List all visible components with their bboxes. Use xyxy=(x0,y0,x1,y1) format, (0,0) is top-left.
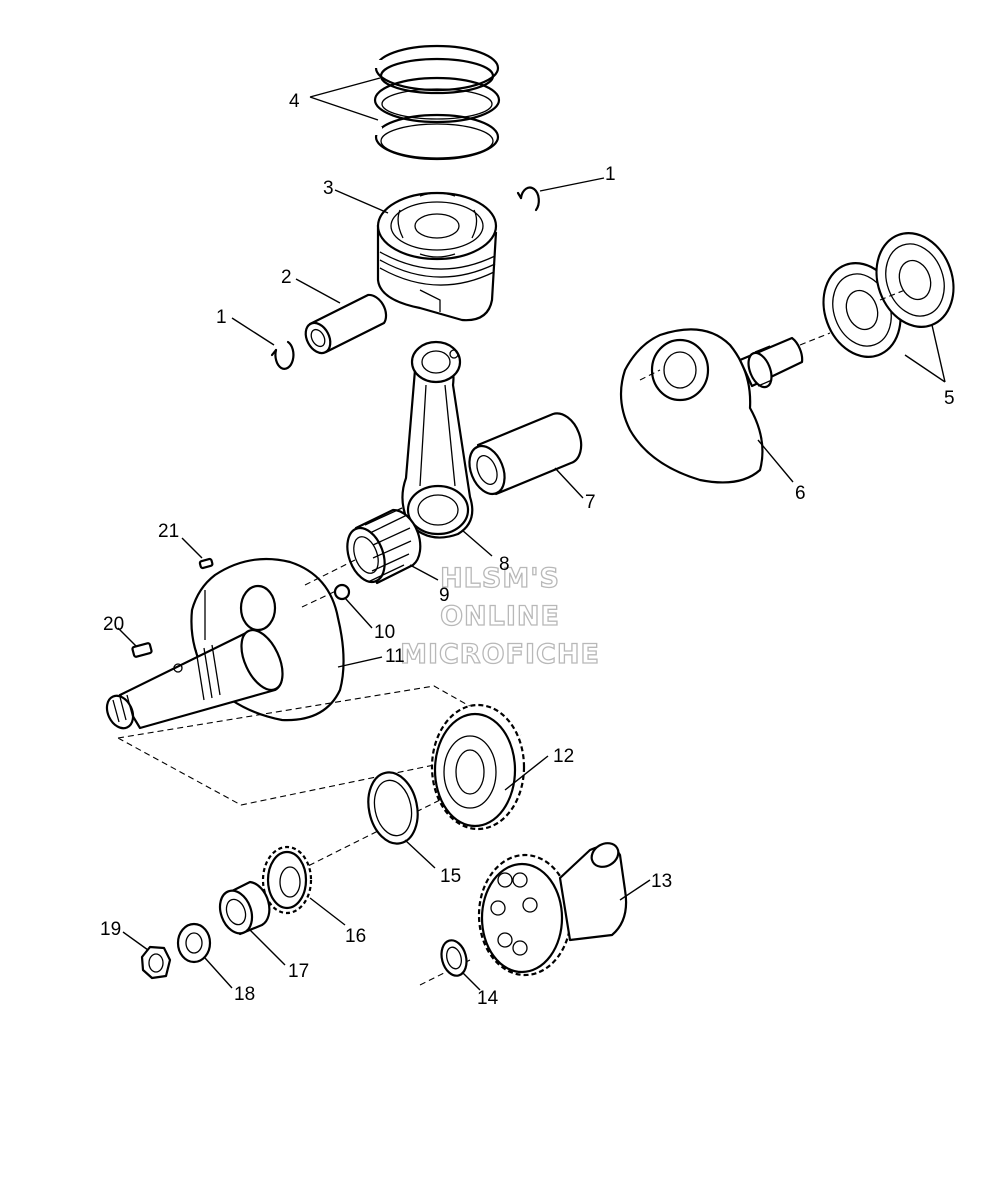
watermark-line-1: HLSM'S xyxy=(440,563,560,594)
callout-3: 3 xyxy=(323,178,334,199)
ball xyxy=(333,583,351,601)
callout-19: 19 xyxy=(100,919,121,940)
callout-13: 13 xyxy=(651,871,672,892)
callout-21: 21 xyxy=(158,521,179,542)
piston-pin xyxy=(304,293,388,355)
callout-numbers: 4 1 3 2 1 5 6 7 8 9 10 11 21 20 12 13 15… xyxy=(100,91,955,1009)
connecting-rod xyxy=(401,340,474,539)
sprocket xyxy=(261,845,313,915)
crankshaft-right-half xyxy=(619,328,804,484)
washer-15 xyxy=(367,771,419,845)
callout-7: 7 xyxy=(585,492,596,513)
crankshaft-left-half xyxy=(105,557,345,730)
washer-18 xyxy=(176,922,212,964)
callout-1-left: 1 xyxy=(216,307,227,328)
callout-16: 16 xyxy=(345,926,366,947)
callout-2: 2 xyxy=(281,267,292,288)
watermark: HLSM'S ONLINE MICROFICHE xyxy=(399,562,600,670)
balancer-shaft xyxy=(477,842,628,977)
callout-5: 5 xyxy=(944,388,955,409)
callout-10: 10 xyxy=(374,622,395,643)
leader-lines xyxy=(117,77,946,991)
collar xyxy=(218,880,271,936)
callout-20: 20 xyxy=(103,614,124,635)
watermark-line-3: MICROFICHE xyxy=(400,639,600,670)
callout-6: 6 xyxy=(795,483,806,504)
callout-11: 11 xyxy=(385,646,405,667)
nut xyxy=(140,945,172,980)
assembly-outline xyxy=(117,685,522,806)
callout-8: 8 xyxy=(499,554,510,575)
piston xyxy=(376,191,498,322)
main-bearing-outer xyxy=(875,232,955,328)
pin-21 xyxy=(198,557,214,570)
needle-bearing xyxy=(346,507,422,585)
circlip-left xyxy=(270,340,295,370)
piston-rings xyxy=(373,44,501,161)
callout-1-right: 1 xyxy=(605,164,616,185)
callout-17: 17 xyxy=(288,961,309,982)
woodruff-key xyxy=(131,642,153,658)
circlip-right xyxy=(516,186,540,212)
callout-18: 18 xyxy=(234,984,255,1005)
callout-12: 12 xyxy=(553,746,574,767)
callout-4: 4 xyxy=(289,91,300,112)
watermark-line-2: ONLINE xyxy=(440,601,560,632)
crank-gear xyxy=(430,703,526,831)
callout-15: 15 xyxy=(440,866,461,887)
crank-pin xyxy=(468,412,583,496)
callout-14: 14 xyxy=(477,988,499,1009)
callout-9: 9 xyxy=(439,585,450,606)
washer-14 xyxy=(440,939,468,977)
